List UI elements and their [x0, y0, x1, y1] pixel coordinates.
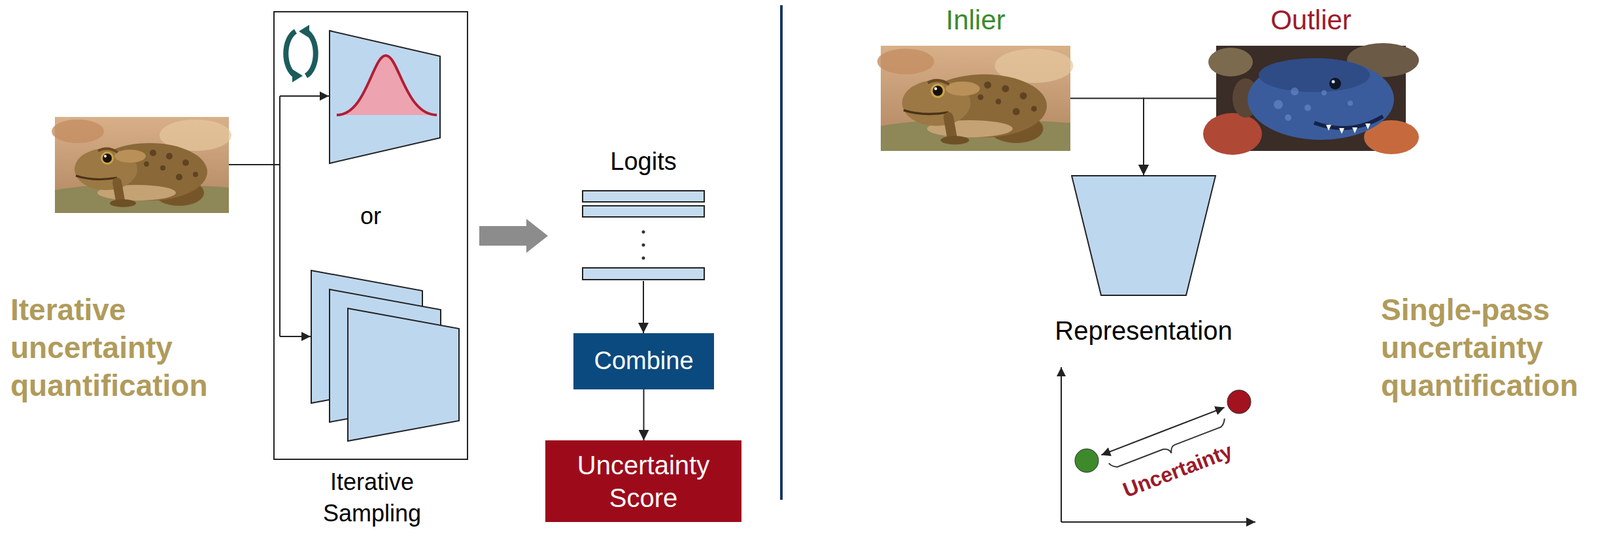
ellipsis-dot — [642, 243, 646, 248]
illustration-part — [292, 69, 303, 83]
encoder-trapezoid: Representation — [1071, 175, 1217, 297]
representation-label: Representation — [1054, 314, 1232, 348]
uncertainty-annotation: Uncertainty — [1119, 438, 1237, 504]
panel-divider — [780, 5, 783, 501]
text-holder: or — [274, 201, 467, 232]
image-heading: Inlier — [945, 3, 1005, 37]
text-holder: Logits — [569, 147, 718, 176]
combine-box: Combine — [573, 333, 715, 390]
logit-bar — [582, 190, 705, 203]
text-holder: Iterative Sampling — [306, 466, 438, 530]
output-label: Uncertainty Score — [545, 449, 742, 515]
illustration-part — [298, 24, 310, 38]
input-image — [51, 117, 232, 214]
merge-connector — [1070, 98, 1144, 176]
stack-heading: Logits — [610, 147, 677, 176]
plot-axis — [1060, 367, 1062, 523]
score-box: Uncertainty Score — [545, 440, 742, 523]
sampling-frame: orIterative Sampling — [273, 11, 469, 461]
outlier-photo — [1203, 43, 1419, 155]
flow-arrow — [642, 281, 645, 334]
logits-stack: Logits — [582, 147, 705, 282]
ellipsis-dot — [642, 256, 646, 261]
plot-axis — [1061, 521, 1256, 524]
text-holder: Uncertainty — [1119, 438, 1237, 504]
text-holder: Outlier — [1190, 3, 1432, 37]
text-holder: Inlier — [854, 3, 1097, 37]
flow-arrow — [643, 389, 645, 441]
resample-icon — [285, 24, 316, 83]
logit-bar — [582, 268, 705, 280]
inlier-photo — [877, 45, 1074, 152]
ensemble-member — [347, 308, 460, 442]
block-arrow — [479, 219, 548, 254]
image-heading: Outlier — [1270, 3, 1352, 37]
text-holder: Iterative uncertainty quantification — [10, 290, 227, 405]
text-holder: Single-pass uncertainty quantification — [1380, 290, 1594, 405]
frame-caption: Iterative Sampling — [306, 466, 438, 530]
side-title: Iterative uncertainty quantification — [10, 290, 227, 405]
inlier-image: Inlier — [880, 45, 1071, 152]
ellipsis-dot — [642, 230, 646, 235]
gaussian-curve — [336, 55, 437, 116]
inlier-dot — [1074, 449, 1099, 473]
text-holder: Representation — [1005, 314, 1282, 348]
illustration-part — [306, 31, 316, 76]
choice-word: or — [360, 201, 382, 232]
input-wire — [279, 95, 329, 97]
gaussian-fill — [336, 55, 437, 116]
trapezoid-outline — [1071, 175, 1217, 297]
logit-bar — [582, 205, 705, 218]
network-trapezoid — [329, 30, 441, 164]
outlier-image: Outlier — [1216, 45, 1406, 152]
input-wire — [279, 336, 311, 338]
input-wire — [228, 96, 280, 337]
merge-connector — [1143, 98, 1217, 176]
outlier-dot — [1227, 390, 1251, 414]
trapezoid-shape — [1071, 175, 1216, 296]
side-title: Single-pass uncertainty quantification — [1380, 290, 1594, 405]
process-label: Combine — [585, 345, 701, 378]
illustration-part — [285, 31, 296, 76]
